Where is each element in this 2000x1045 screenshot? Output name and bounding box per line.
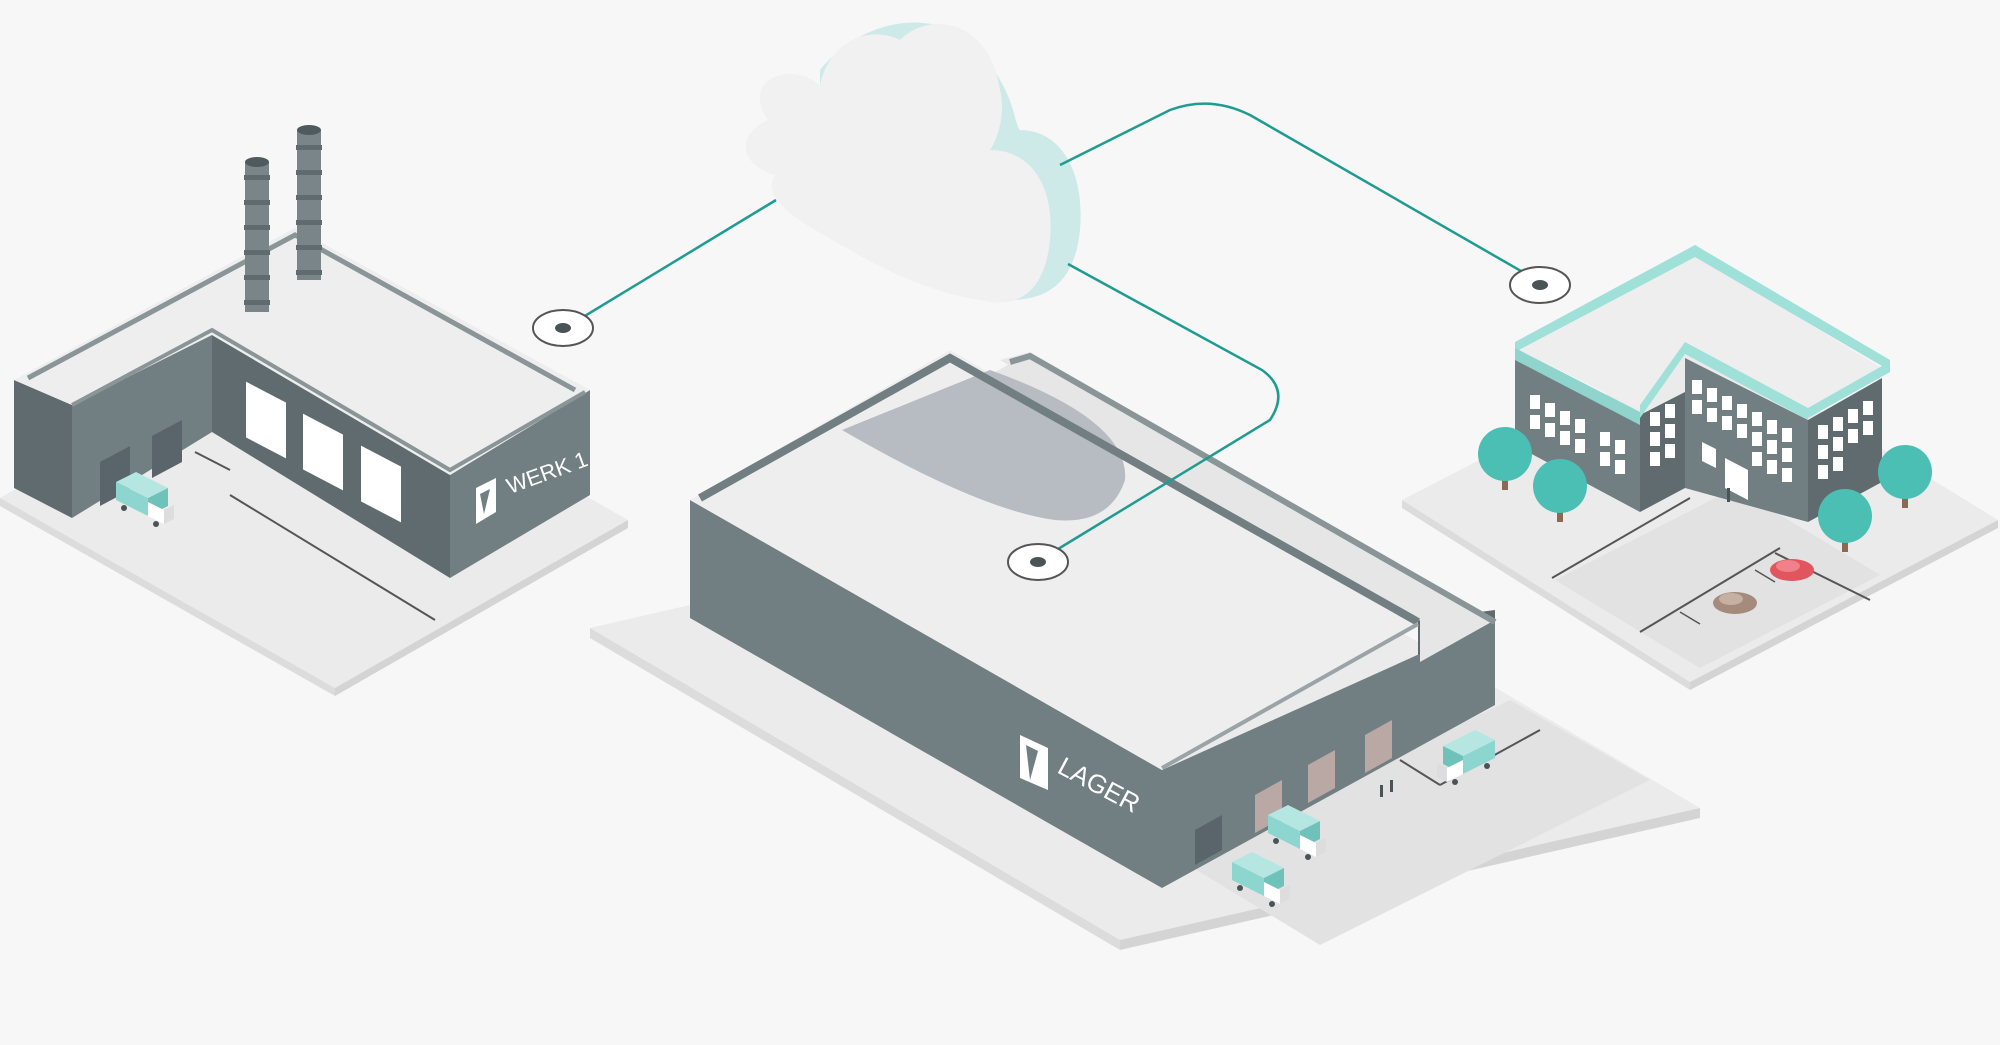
network-connections bbox=[564, 102, 1541, 562]
chimney-icon bbox=[244, 125, 322, 312]
car-icon bbox=[1713, 592, 1757, 614]
person-icon bbox=[1380, 780, 1393, 797]
werk-building bbox=[14, 228, 590, 621]
lager-logo-icon bbox=[1020, 735, 1048, 790]
network-node-icon bbox=[1007, 543, 1069, 581]
werk-logo-icon bbox=[476, 478, 496, 524]
cloud-icon bbox=[745, 22, 1081, 303]
car-icon bbox=[1770, 559, 1814, 581]
network-node-icon bbox=[532, 309, 594, 347]
person-icon bbox=[1727, 488, 1730, 502]
network-node-icon bbox=[1509, 266, 1571, 304]
office-logo-icon bbox=[1702, 442, 1716, 468]
lager-building bbox=[690, 350, 1541, 888]
